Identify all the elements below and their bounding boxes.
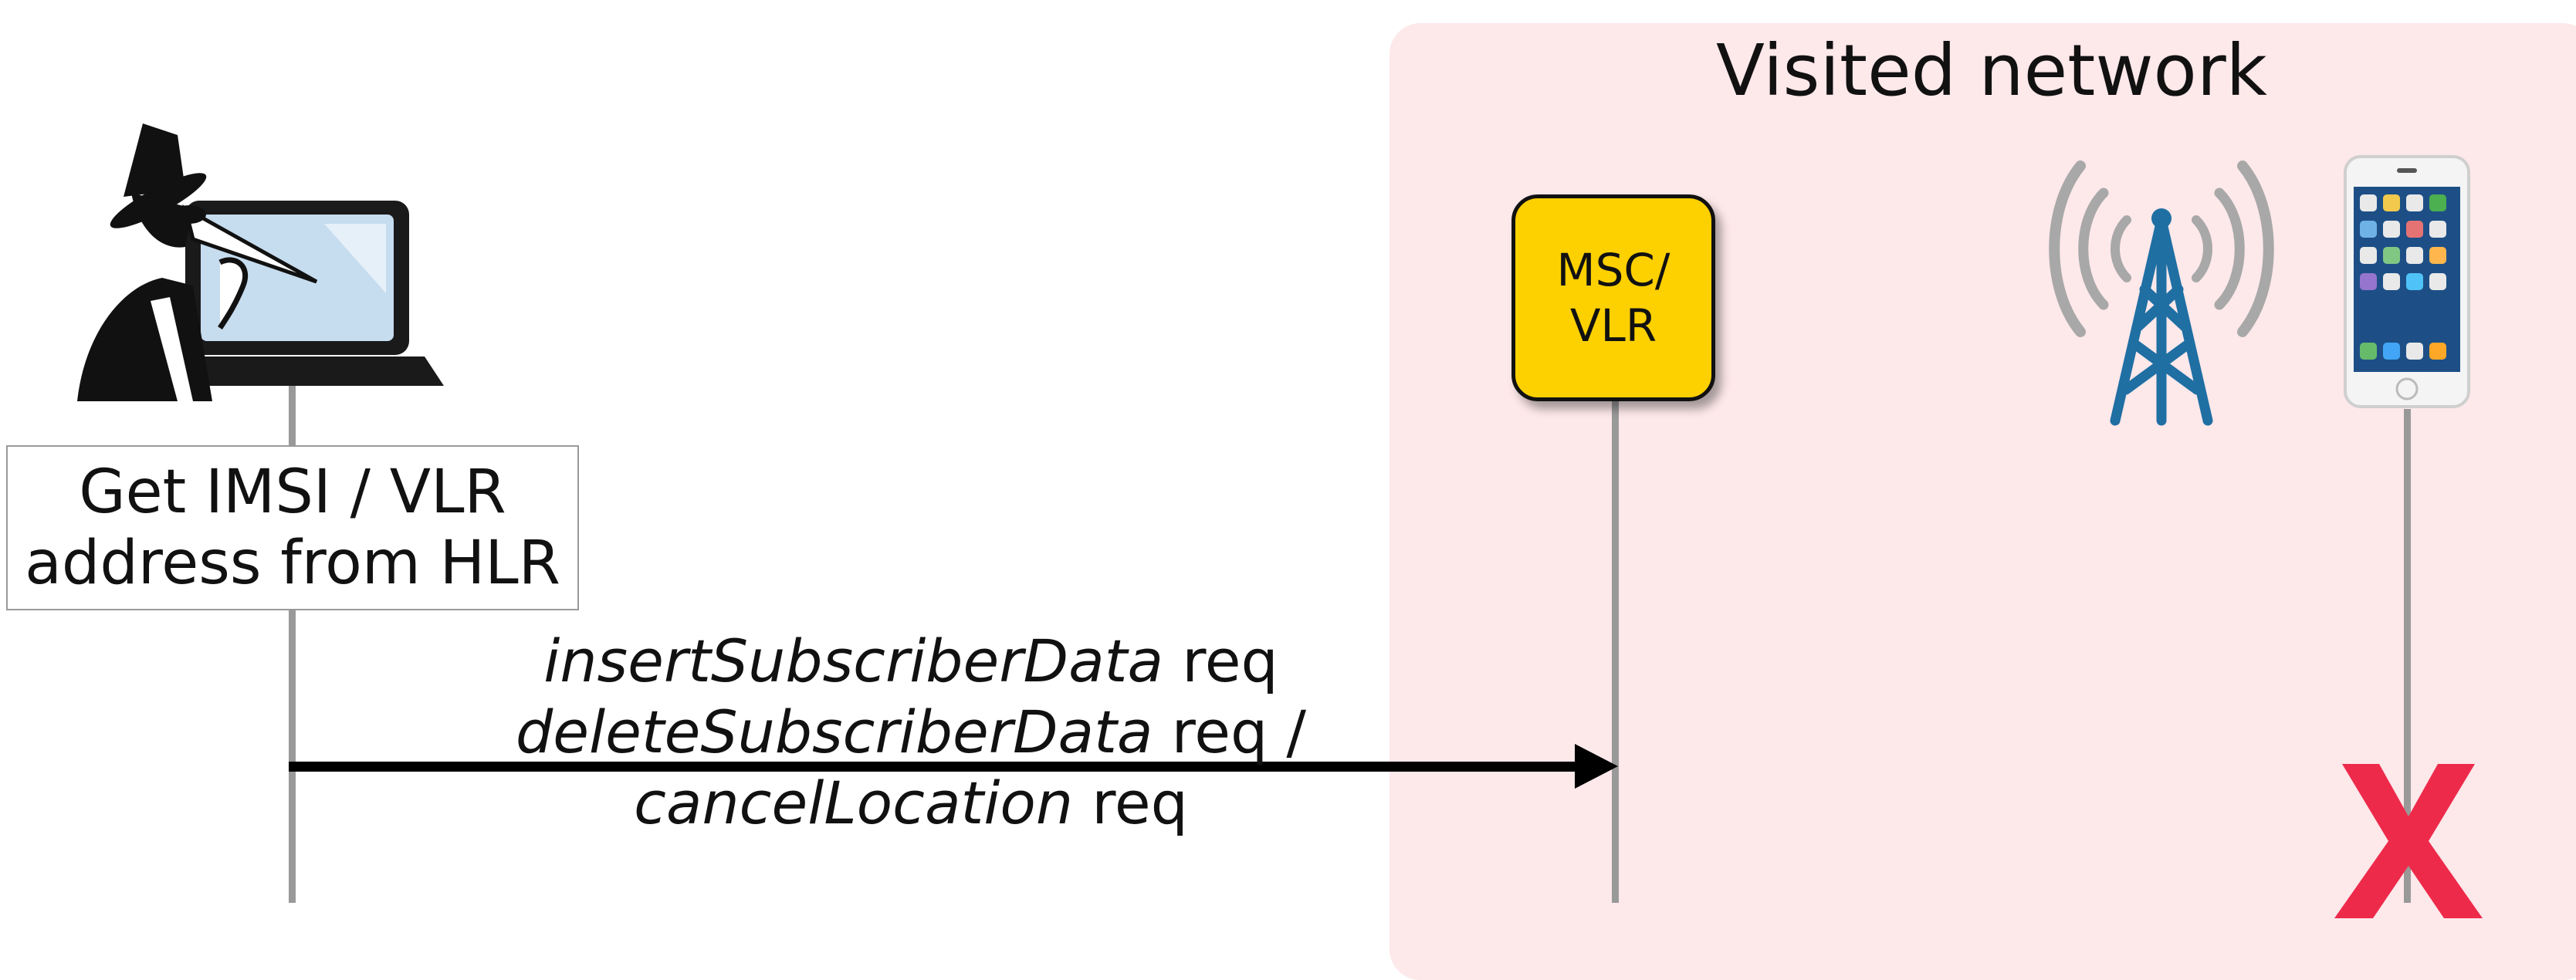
smartphone-icon [2344,155,2470,408]
cell-tower-icon [2049,161,2274,426]
message-req-3: req [1073,769,1188,837]
message-delete-subscriber-data: deleteSubscriberData [515,698,1153,766]
msc-vlr-lifeline [1612,401,1619,903]
visited-network-title: Visited network [1716,29,2267,112]
message-label-line2: deleteSubscriberData req / [432,698,1390,766]
failure-x-icon [2334,764,2483,918]
message-label-line3: cancelLocation req [432,769,1390,837]
message-label-line1: insertSubscriberData req [432,627,1390,695]
msc-vlr-label-line1: MSC/ [1556,244,1671,296]
phone-lifeline [2404,409,2411,903]
msc-vlr-label-line2: VLR [1569,299,1657,352]
hlr-lookup-step: Get IMSI / VLR address from HLR [6,445,579,610]
message-arrow [289,762,1586,772]
message-cancel-location: cancelLocation [634,769,1074,837]
message-arrowhead [1575,744,1618,789]
hlr-lookup-line1: Get IMSI / VLR [79,458,506,527]
message-req-2: req / [1153,698,1307,766]
spy-with-laptop-icon [77,123,444,401]
msc-vlr-node: MSC/ VLR [1511,194,1715,401]
attacker-lifeline [289,378,296,903]
hlr-lookup-line2: address from HLR [25,529,560,598]
message-insert-subscriber-data: insertSubscriberData [543,627,1164,695]
message-req-1: req [1163,627,1278,695]
